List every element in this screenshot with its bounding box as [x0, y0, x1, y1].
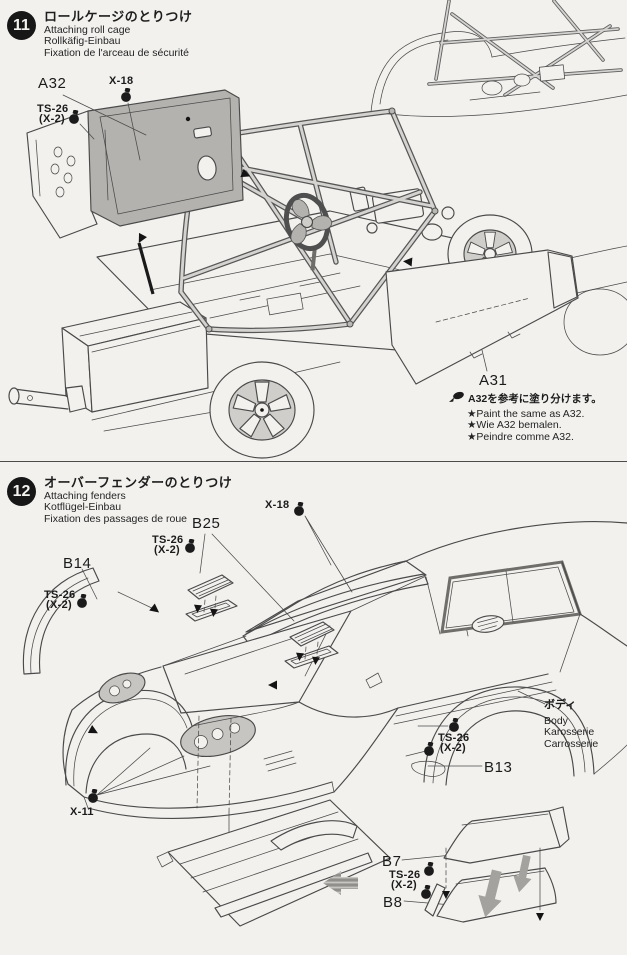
- paint-jar-icon: [184, 539, 197, 554]
- step11-title-ja: ロールケージのとりつけ: [44, 9, 193, 24]
- door-scoop: [471, 615, 505, 633]
- label-x11: X-11: [70, 806, 94, 818]
- note-text-de: ★Wie A32 bemalen.: [467, 419, 562, 432]
- paint-jar-icon: [76, 594, 89, 609]
- note-text-ja: A32を参考に塗り分けます。: [468, 393, 602, 405]
- wheel: [209, 361, 315, 459]
- paint-jar-icon: [420, 885, 433, 900]
- headlight: [180, 715, 256, 757]
- step11-illustration: [8, 0, 627, 459]
- step12-illustration: [22, 515, 627, 927]
- step-11-badge: 11: [7, 11, 36, 40]
- body-callout-fr: Carrosserie: [544, 737, 599, 750]
- direction-arrow-icon: [323, 871, 358, 895]
- step-12-section: 12 オーバーフェンダーのとりつけ Attaching fenders Kotf…: [0, 464, 627, 955]
- step-11-titles: ロールケージのとりつけ Attaching roll cage Rollkäfi…: [44, 8, 192, 59]
- assembly-arrow-icon: [478, 854, 532, 918]
- step11-title-de: Rollkäfig-Einbau: [44, 35, 121, 48]
- step12-title-de: Kotflügel-Einbau: [44, 501, 122, 514]
- rear-wing-b7: [443, 806, 570, 864]
- step12-title-en: Attaching fenders: [44, 490, 126, 502]
- body-side-frame: [26, 110, 98, 239]
- step-12-number: 12: [12, 482, 31, 500]
- steering-wheel: [283, 192, 334, 271]
- paint-jar-icon: [68, 110, 81, 125]
- label-ts26: TS-26(X-2): [37, 103, 69, 125]
- assembly-arrow-icon: [87, 603, 544, 921]
- label-a31: A31: [479, 372, 508, 389]
- step12-title-fr: Fixation des passages de roue: [44, 512, 188, 525]
- paint-jar-icon: [423, 742, 436, 757]
- door-mirror: [365, 672, 383, 689]
- label-b7: B7: [382, 853, 402, 870]
- body-callout-de: Karosserie: [544, 726, 595, 739]
- paint-jar-icon: [87, 789, 100, 804]
- step11-title-fr: Fixation de l'arceau de sécurité: [44, 46, 190, 59]
- label-x18: X-18: [265, 499, 290, 511]
- front-splitter: [156, 799, 391, 927]
- label-ts26: TS-26(X-2): [44, 589, 76, 611]
- paint-jar-icon: [423, 862, 436, 877]
- step-11-number: 11: [13, 16, 30, 34]
- step-12-badge: 12: [7, 477, 36, 506]
- paint-jar-icon: [120, 88, 133, 103]
- paint-jar-icon: [448, 718, 461, 733]
- paint-jar-icon: [293, 502, 306, 517]
- label-ts26: TS-26(X-2): [152, 534, 184, 556]
- step11-title-en: Attaching roll cage: [44, 24, 131, 36]
- section-divider: [0, 461, 627, 462]
- car-body: [62, 521, 627, 819]
- note-text-en: ★Paint the same as A32.: [467, 408, 585, 420]
- assembly-arrow-icon: [138, 168, 413, 267]
- hood-vent-b25: [284, 621, 339, 669]
- step12-title-ja: オーバーフェンダーのとりつけ: [44, 475, 233, 490]
- fender-flare-b13: [423, 686, 595, 783]
- label-a32: A32: [38, 75, 67, 92]
- completed-assembly-inset: [370, 0, 627, 117]
- headlight: [98, 672, 146, 704]
- step-11-section: 11 ロールケージのとりつけ Attaching roll cage Rollk…: [0, 0, 627, 462]
- step-12-titles: オーバーフェンダーのとりつけ Attaching fenders Kotflüg…: [44, 474, 232, 525]
- label-b14: B14: [63, 555, 92, 572]
- side-sill-a31: [385, 249, 579, 385]
- paint-brush-icon: [449, 391, 465, 403]
- door-panel-a32: [87, 89, 244, 227]
- fender-flare-b14: [22, 567, 100, 675]
- paint-note: A32を参考に塗り分けます。 ★Paint the same as A32. ★…: [449, 391, 625, 443]
- note-text-fr: ★Peindre comme A32.: [467, 430, 574, 443]
- body-callout-en: Body: [544, 715, 568, 727]
- body-callout: ボディ Body Karosserie Carrosserie: [544, 696, 598, 750]
- label-b25: B25: [192, 515, 221, 532]
- label-ts26: TS-26(X-2): [438, 732, 470, 754]
- label-b13: B13: [484, 759, 513, 776]
- front-bumper-bar: [8, 385, 87, 413]
- hood-vent-b25: [185, 574, 238, 622]
- leader-lines: [62, 94, 488, 372]
- label-ts26: TS-26(X-2): [389, 869, 421, 891]
- label-x18: X-18: [109, 75, 134, 87]
- leader-lines: [81, 515, 546, 906]
- assembly-rod: [137, 242, 155, 295]
- label-b8: B8: [383, 894, 403, 911]
- bumper-lip: [270, 820, 358, 851]
- body-callout-ja: ボディ: [544, 699, 577, 711]
